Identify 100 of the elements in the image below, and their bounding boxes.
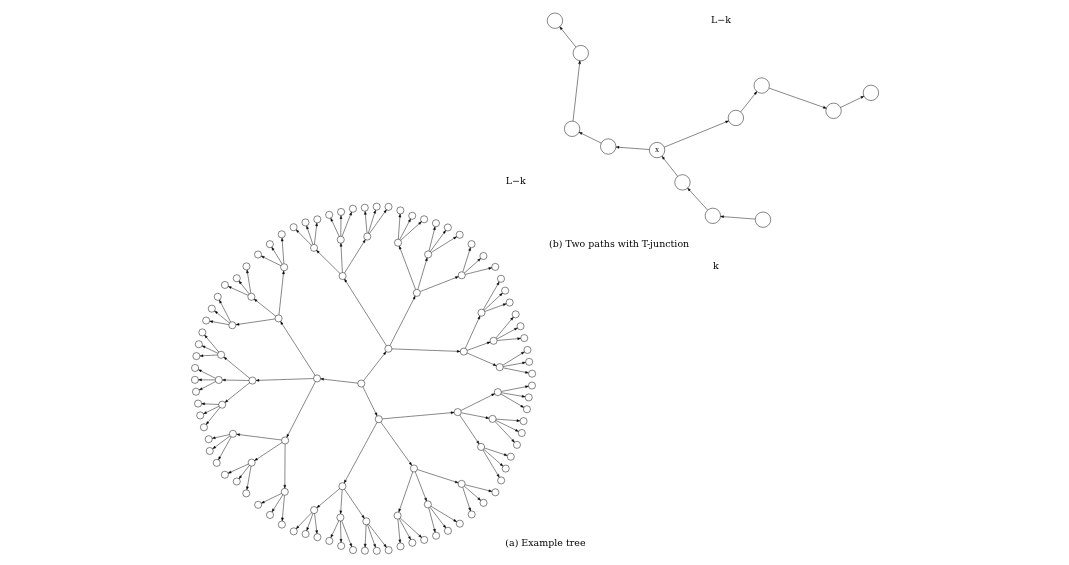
node-circle bbox=[599, 138, 616, 155]
arrow bbox=[430, 236, 457, 253]
node-circle bbox=[457, 480, 465, 488]
arrow bbox=[343, 278, 387, 346]
arrow bbox=[198, 381, 216, 391]
node-circle bbox=[190, 364, 199, 372]
arrow bbox=[484, 303, 506, 312]
node-circle bbox=[396, 206, 404, 215]
node-circle bbox=[519, 417, 527, 425]
node-circle bbox=[457, 271, 466, 280]
node-circle bbox=[242, 262, 250, 271]
node-circle bbox=[220, 281, 229, 289]
node-circle bbox=[523, 346, 531, 354]
node-circle bbox=[312, 374, 321, 383]
node-circle bbox=[527, 369, 536, 378]
node-circle bbox=[479, 499, 487, 507]
arrow bbox=[389, 295, 415, 346]
arrow bbox=[339, 489, 342, 515]
node-circle bbox=[372, 202, 380, 211]
arrow bbox=[500, 393, 524, 408]
arrow bbox=[419, 276, 459, 292]
node-circle bbox=[527, 381, 536, 390]
arrow bbox=[235, 433, 282, 441]
arrow bbox=[414, 471, 427, 502]
node-circle bbox=[336, 542, 345, 550]
node-circle bbox=[336, 208, 345, 216]
node-circle bbox=[253, 250, 262, 259]
node-circle bbox=[477, 308, 485, 317]
arrow bbox=[278, 270, 285, 315]
node-circle bbox=[265, 511, 274, 519]
node-circle bbox=[495, 363, 503, 371]
arrow bbox=[316, 488, 340, 508]
node-circle bbox=[459, 347, 468, 356]
node-circle bbox=[412, 289, 421, 297]
node-circle bbox=[193, 399, 202, 408]
node-circle bbox=[423, 250, 432, 259]
node-circle bbox=[228, 430, 237, 438]
node-circle bbox=[247, 458, 255, 467]
arrow bbox=[500, 392, 525, 398]
arrow bbox=[279, 321, 315, 376]
node-circle bbox=[431, 531, 440, 540]
arrow bbox=[260, 255, 281, 266]
label: k bbox=[712, 259, 719, 271]
arrow bbox=[462, 247, 471, 272]
node-circle bbox=[489, 337, 497, 345]
arrow bbox=[253, 442, 282, 461]
node-circle bbox=[228, 321, 236, 330]
node-circle bbox=[313, 215, 321, 224]
node-circle bbox=[220, 470, 229, 479]
node-circle bbox=[374, 415, 383, 423]
arrow bbox=[399, 517, 422, 538]
node-circle bbox=[348, 204, 357, 213]
node-circle bbox=[423, 500, 432, 509]
node-circle bbox=[280, 436, 289, 445]
arrow bbox=[313, 222, 318, 245]
node-circle bbox=[488, 415, 496, 423]
node-circle bbox=[201, 316, 210, 325]
arrow bbox=[245, 465, 251, 490]
node-circle bbox=[213, 293, 222, 301]
arrow bbox=[496, 337, 521, 341]
arrow bbox=[341, 211, 352, 237]
arrow bbox=[381, 411, 454, 420]
node-circle bbox=[519, 334, 528, 342]
arrow bbox=[495, 418, 520, 422]
arrow bbox=[315, 250, 340, 274]
arrow bbox=[255, 378, 314, 382]
arrow bbox=[429, 507, 446, 529]
arrow bbox=[330, 520, 339, 538]
arrow bbox=[661, 156, 678, 177]
node-circle bbox=[363, 232, 371, 241]
node-circle bbox=[384, 203, 392, 211]
node-circle bbox=[277, 230, 286, 239]
arrow bbox=[343, 489, 365, 519]
node-circle bbox=[496, 274, 505, 283]
node-circle bbox=[453, 408, 461, 416]
arrow bbox=[494, 421, 515, 443]
node-circle bbox=[301, 218, 309, 227]
label: (b) Two paths with T-junction bbox=[548, 237, 689, 249]
node-circle bbox=[455, 230, 463, 239]
arrow bbox=[341, 520, 352, 547]
arrow bbox=[466, 352, 497, 366]
node-circle bbox=[214, 376, 223, 384]
node-circle bbox=[279, 263, 288, 272]
arrow bbox=[399, 218, 411, 240]
arrow bbox=[330, 217, 339, 237]
arrow bbox=[391, 348, 460, 353]
node-circle bbox=[443, 527, 452, 535]
node-circle bbox=[191, 387, 200, 396]
node-circle bbox=[493, 388, 502, 396]
node-circle bbox=[324, 211, 333, 219]
node-circle bbox=[825, 102, 841, 119]
node-circle bbox=[396, 542, 404, 551]
arrow bbox=[416, 469, 458, 484]
arrow bbox=[839, 95, 864, 108]
node-circle bbox=[524, 358, 533, 366]
arrow bbox=[343, 239, 366, 274]
arrow bbox=[283, 443, 286, 489]
arrow bbox=[483, 292, 503, 311]
arrow bbox=[463, 486, 481, 501]
node-circle bbox=[357, 379, 365, 388]
